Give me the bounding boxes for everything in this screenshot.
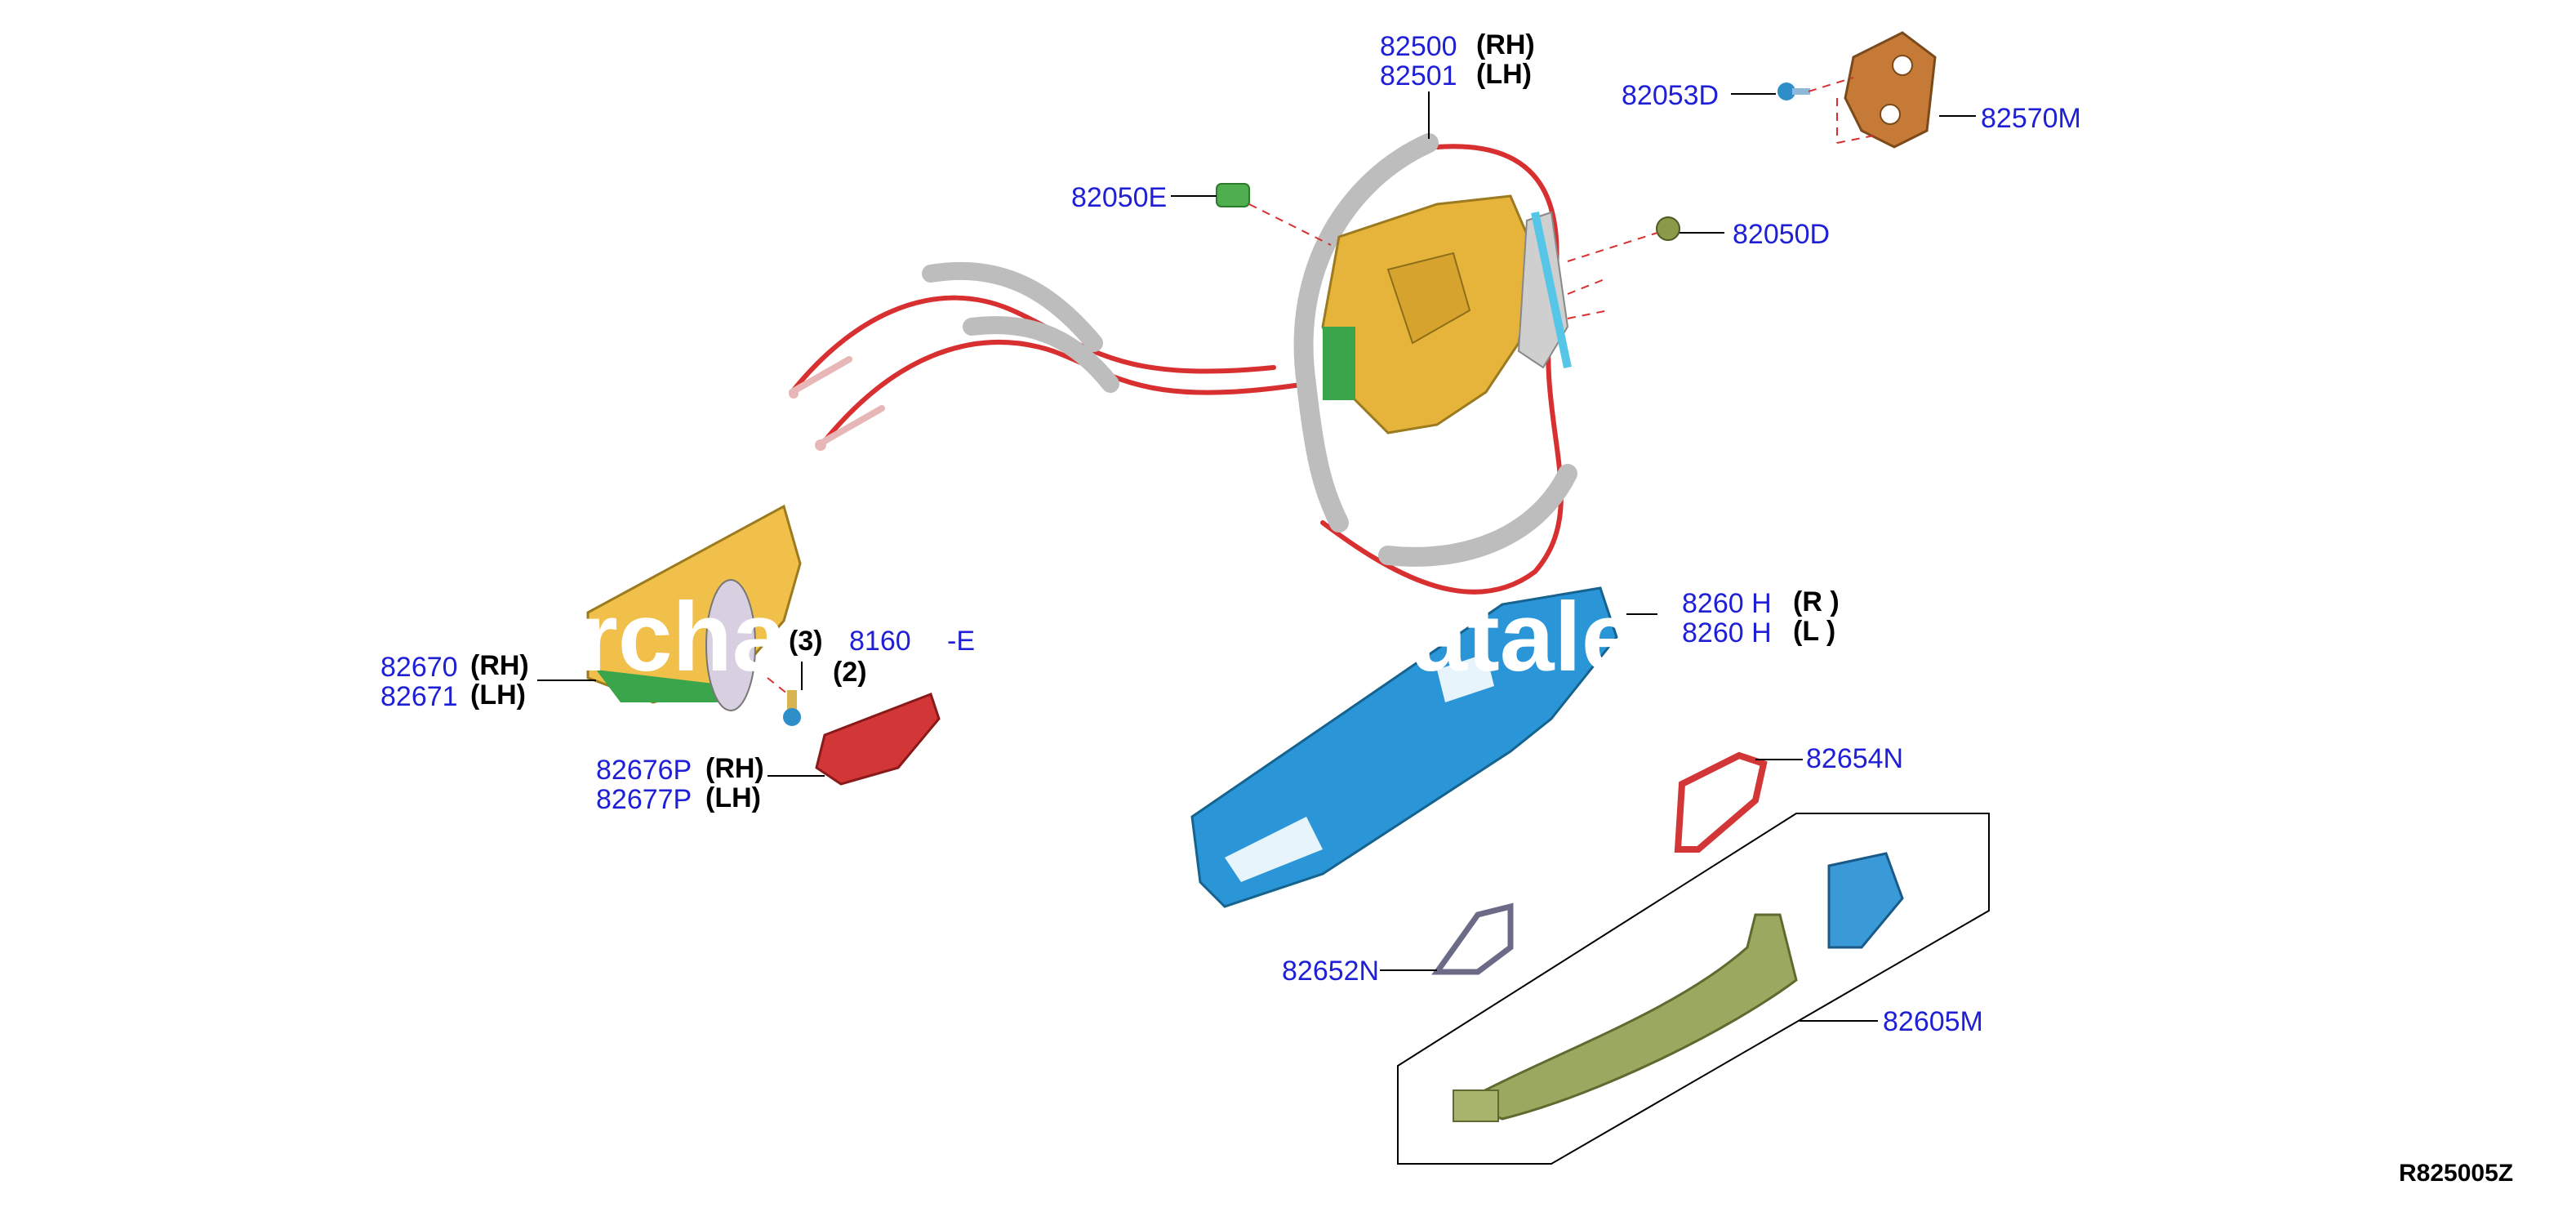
outside-handle-82605M	[1397, 813, 1990, 1165]
side-82600: (R )	[1793, 586, 1840, 617]
side-82677P: (LH)	[705, 782, 761, 813]
gasket-82654N	[1674, 751, 1768, 853]
leader-lines	[537, 91, 1976, 1022]
part-number-82053D: 82053D	[1622, 80, 1720, 111]
striker-82570M	[1844, 31, 1937, 149]
quantity-8160-a: (3)	[789, 626, 823, 657]
door-lock-actuator	[1321, 194, 1572, 434]
dashed-assembly-lines	[767, 77, 1879, 695]
screw-82053D	[1777, 82, 1810, 100]
part-number-82677P: 82677P	[596, 784, 692, 815]
part-number-82501: 82501	[1380, 60, 1457, 91]
part-number-82671: 82671	[380, 681, 458, 712]
part-number-82600: 8260 H	[1682, 588, 1772, 619]
side-82676P: (RH)	[705, 753, 764, 784]
part-number-82601: 8260 H	[1682, 617, 1772, 648]
part-number-8160: 8160	[849, 626, 911, 657]
part-number-8160-suffix: -E	[947, 626, 975, 657]
inner-handle-82670	[586, 504, 802, 711]
side-82601: (L )	[1793, 616, 1836, 647]
part-number-82050D: 82050D	[1733, 219, 1831, 250]
handle-bracket-82600	[1190, 586, 1618, 908]
bolt-8160	[783, 690, 801, 726]
side-82670: (RH)	[470, 650, 529, 681]
part-number-82654N: 82654N	[1806, 743, 1904, 774]
lock-cables	[789, 133, 1577, 595]
clip-82050E	[1216, 183, 1250, 207]
grommet-82050D	[1656, 216, 1680, 241]
gasket-82652N	[1431, 902, 1514, 975]
side-82501: (LH)	[1476, 59, 1532, 90]
side-82671: (LH)	[470, 680, 526, 711]
diagram-code: R825005Z	[2399, 1160, 2514, 1187]
escutcheon-82676P	[815, 693, 941, 786]
part-number-82050E: 82050E	[1071, 182, 1168, 213]
quantity-8160-b: (2)	[833, 657, 867, 688]
part-number-82670: 82670	[380, 652, 458, 683]
part-number-82500: 82500	[1380, 31, 1457, 62]
watermark-left: rcha	[580, 582, 787, 692]
watermark-right: atale	[1413, 582, 1636, 692]
part-number-82676P: 82676P	[596, 755, 692, 786]
part-number-82605M: 82605M	[1883, 1006, 1983, 1037]
part-number-82652N: 82652N	[1282, 956, 1380, 987]
part-number-82570M: 82570M	[1981, 103, 2081, 134]
side-82500: (RH)	[1476, 29, 1535, 60]
